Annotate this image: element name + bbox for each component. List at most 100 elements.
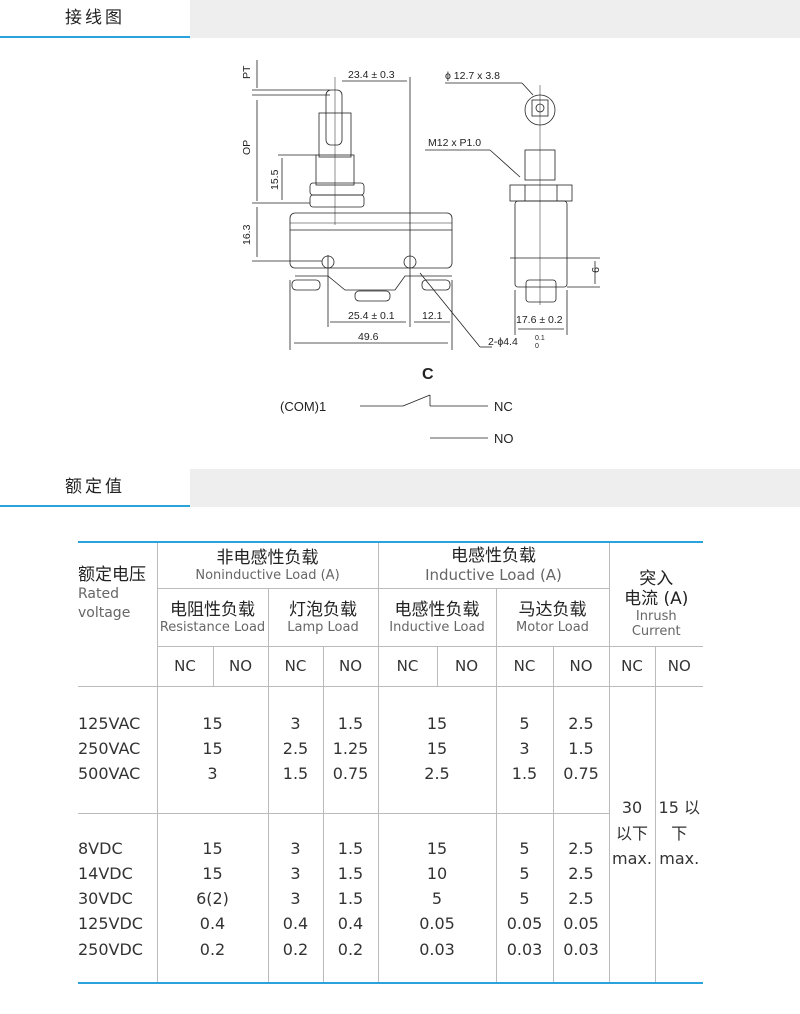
cell-value: max. xyxy=(612,848,652,868)
ind-zh: 电感性负载 xyxy=(394,599,480,620)
cell-value: 5 xyxy=(431,889,443,909)
cell-value: 15 xyxy=(202,738,223,758)
rated-zh: 额定电压 xyxy=(78,565,146,586)
cell-value: 15 以 xyxy=(658,798,700,818)
section-header-rating: 额定值 xyxy=(0,469,800,507)
cell-value: 1.5 xyxy=(511,764,538,784)
no-header: NO xyxy=(322,645,379,687)
no-header: NO xyxy=(552,645,610,687)
cell-value: 15 xyxy=(202,713,223,733)
dim-49-6: 49.6 xyxy=(358,331,379,343)
inrush-header: 突入电流 (A)Inrush Current xyxy=(608,541,703,647)
cell-value: 8VDC xyxy=(78,838,123,858)
cell-value: 0.03 xyxy=(563,939,599,959)
cell-value: 125VAC xyxy=(78,713,141,733)
cell-value: 1.5 xyxy=(337,713,364,733)
nc-header: NC xyxy=(377,645,438,687)
dim-pt: PT xyxy=(241,65,253,79)
cell-value: 30 xyxy=(621,798,643,818)
cell-value: 125VDC xyxy=(78,914,143,934)
ind-en: Inductive Load xyxy=(389,619,485,635)
cell-value: 3 xyxy=(290,838,301,858)
cell-value: 3 xyxy=(290,889,301,909)
inrush-nc: 30 以下 max. xyxy=(608,685,656,984)
cell-value: 6(2) xyxy=(196,889,229,909)
cell-value: 0.2 xyxy=(199,939,226,959)
cell-value: 1.25 xyxy=(332,738,369,758)
motor-en: Motor Load xyxy=(516,619,589,635)
cell-value: 30VDC xyxy=(78,889,133,909)
section-header-wiring: 接线图 xyxy=(0,0,800,38)
cell-value: 1.5 xyxy=(337,889,364,909)
cell-value: 10 xyxy=(426,863,448,883)
cell-value: 0.4 xyxy=(199,914,226,934)
cell-value: 5 xyxy=(519,889,530,909)
cell-value: 0.75 xyxy=(563,764,599,784)
dim-hole: 2-ϕ4.4 xyxy=(488,336,518,348)
inductive-zh: 电感性负载 xyxy=(451,546,536,567)
cell-value: 5 xyxy=(519,713,530,733)
cell-value: 0.05 xyxy=(506,914,543,934)
dim-hole-tol-bot: 0 xyxy=(535,343,539,350)
cell-value: 以下 xyxy=(615,823,648,843)
lamp-zh: 灯泡负载 xyxy=(289,599,357,620)
dim-23-4: 23.4 ± 0.3 xyxy=(348,69,395,81)
cell-value: 0.03 xyxy=(419,939,455,959)
nc-header: NC xyxy=(495,645,554,687)
nc-header: NC xyxy=(267,645,324,687)
cell-value: 2.5 xyxy=(568,889,594,909)
dim-roller: ϕ 12.7 x 3.8 xyxy=(445,70,500,82)
cell-value: 3 xyxy=(207,764,218,784)
noninductive-zh: 非电感性负载 xyxy=(216,547,319,568)
circuit-c-label: C xyxy=(422,366,434,383)
cell-value: 0.75 xyxy=(332,764,369,784)
cell-value: 下 xyxy=(671,823,688,843)
dc-lamp-nc: 3 3 3 0.4 0.2 xyxy=(267,812,324,984)
circuit-no-label: NO xyxy=(494,431,514,446)
cell-value: 1.5 xyxy=(568,738,594,758)
resistance-zh: 电阻性负载 xyxy=(170,599,255,620)
cell-value: 15 xyxy=(426,738,448,758)
dc-inductive: 15 10 5 0.05 0.03 xyxy=(377,812,497,984)
cell-value: 15 xyxy=(426,838,448,858)
nc-header: NC xyxy=(157,645,214,687)
cell-value: max. xyxy=(659,848,700,868)
noninductive-en: Noninductive Load (A) xyxy=(195,567,340,583)
cell-value: 0.05 xyxy=(419,914,455,934)
cell-value: 3 xyxy=(519,738,530,758)
cell-value: 2.5 xyxy=(568,838,594,858)
cell-value: 3 xyxy=(290,863,301,883)
section-title: 额定值 xyxy=(0,469,190,507)
dim-9: 9 xyxy=(589,267,601,273)
no-header: NO xyxy=(654,645,703,687)
dim-thread: M12 x P1.0 xyxy=(428,137,481,149)
cell-value: 1.5 xyxy=(337,863,364,883)
cell-value: 0.4 xyxy=(282,914,309,934)
cell-value: 5 xyxy=(519,863,530,883)
lamp-en: Lamp Load xyxy=(287,619,359,635)
dim-16-3: 16.3 xyxy=(241,224,253,245)
cell-value: 500VAC xyxy=(78,764,141,784)
cell-value: 0.4 xyxy=(337,914,364,934)
dim-17-6: 17.6 ± 0.2 xyxy=(516,314,563,326)
inductive-en: Inductive Load (A) xyxy=(425,566,562,585)
inrush-zh1: 突入 xyxy=(639,569,674,590)
dim-12-1: 12.1 xyxy=(422,310,443,322)
cell-value: 15 xyxy=(202,863,223,883)
cell-value: 14VDC xyxy=(78,863,133,883)
cell-value: 5 xyxy=(519,838,530,858)
cell-value: 0.2 xyxy=(282,939,309,959)
